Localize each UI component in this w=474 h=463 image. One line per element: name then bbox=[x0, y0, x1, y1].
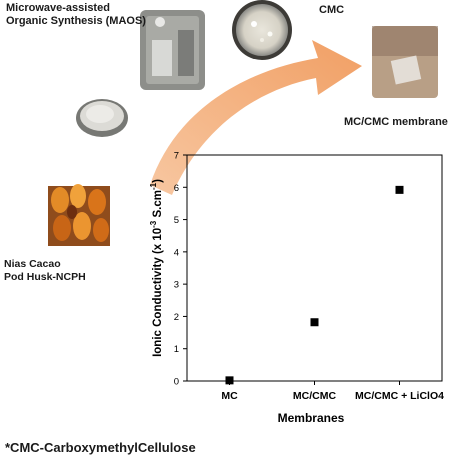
y-tick-label: 6 bbox=[174, 183, 179, 194]
microwave-reactor-photo bbox=[140, 10, 205, 90]
plot-border bbox=[186, 154, 443, 382]
cmc-dish-photo bbox=[232, 0, 292, 60]
chart-frame bbox=[186, 154, 443, 382]
data-point bbox=[310, 318, 319, 327]
membrane-label: MC/CMC membrane bbox=[344, 116, 448, 128]
y-tick-label: 1 bbox=[174, 344, 179, 355]
cacao-label: Nias Cacao Pod Husk-NCPH bbox=[4, 258, 86, 284]
maos-label-line2: Organic Synthesis (MAOS) bbox=[6, 15, 146, 27]
y-axis-ticks: 0 1 2 3 4 5 6 7 bbox=[174, 151, 187, 388]
data-point bbox=[225, 376, 234, 385]
ylabel-main: Ionic Conductivity (x 10 bbox=[152, 228, 164, 357]
y-tick-label: 3 bbox=[174, 280, 179, 291]
y-tick-label: 7 bbox=[174, 151, 179, 162]
data-points bbox=[225, 185, 404, 385]
cacao-label-line1: Nias Cacao bbox=[4, 258, 61, 270]
ylabel-unit: S.cm bbox=[152, 190, 164, 221]
x-axis-ticks: MC MC/CMC MC/CMC + LiClO4 bbox=[221, 381, 444, 402]
cmc-label: CMC bbox=[319, 4, 345, 16]
ylabel-close: ) bbox=[152, 179, 164, 183]
x-axis-label: Membranes bbox=[278, 411, 345, 425]
y-tick-label: 2 bbox=[174, 312, 179, 323]
footnote: *CMC-CarboxymethylCellulose bbox=[5, 440, 196, 455]
membrane-photo bbox=[372, 26, 438, 98]
ylabel-exp: -3 bbox=[149, 220, 158, 228]
y-axis-label: Ionic Conductivity (x 10-3 S.cm-1) bbox=[149, 179, 164, 357]
process-arrow bbox=[150, 40, 362, 195]
y-tick-label: 4 bbox=[174, 247, 179, 258]
x-tick-label: MC bbox=[221, 390, 238, 402]
x-tick-label: MC/CMC + LiClO4 bbox=[355, 390, 444, 402]
data-point bbox=[395, 185, 404, 194]
y-tick-label: 5 bbox=[174, 215, 179, 226]
maos-label: Microwave-assisted Organic Synthesis (MA… bbox=[6, 2, 151, 28]
maos-label-line1: Microwave-assisted bbox=[6, 2, 110, 14]
y-tick-label: 0 bbox=[174, 377, 179, 388]
x-tick-label: MC/CMC bbox=[293, 390, 337, 402]
cacao-pods-photo bbox=[48, 184, 110, 246]
cacao-label-line2: Pod Husk-NCPH bbox=[4, 271, 86, 283]
powder-dish-photo bbox=[76, 99, 128, 137]
ylabel-unit-exp: -1 bbox=[149, 182, 158, 190]
